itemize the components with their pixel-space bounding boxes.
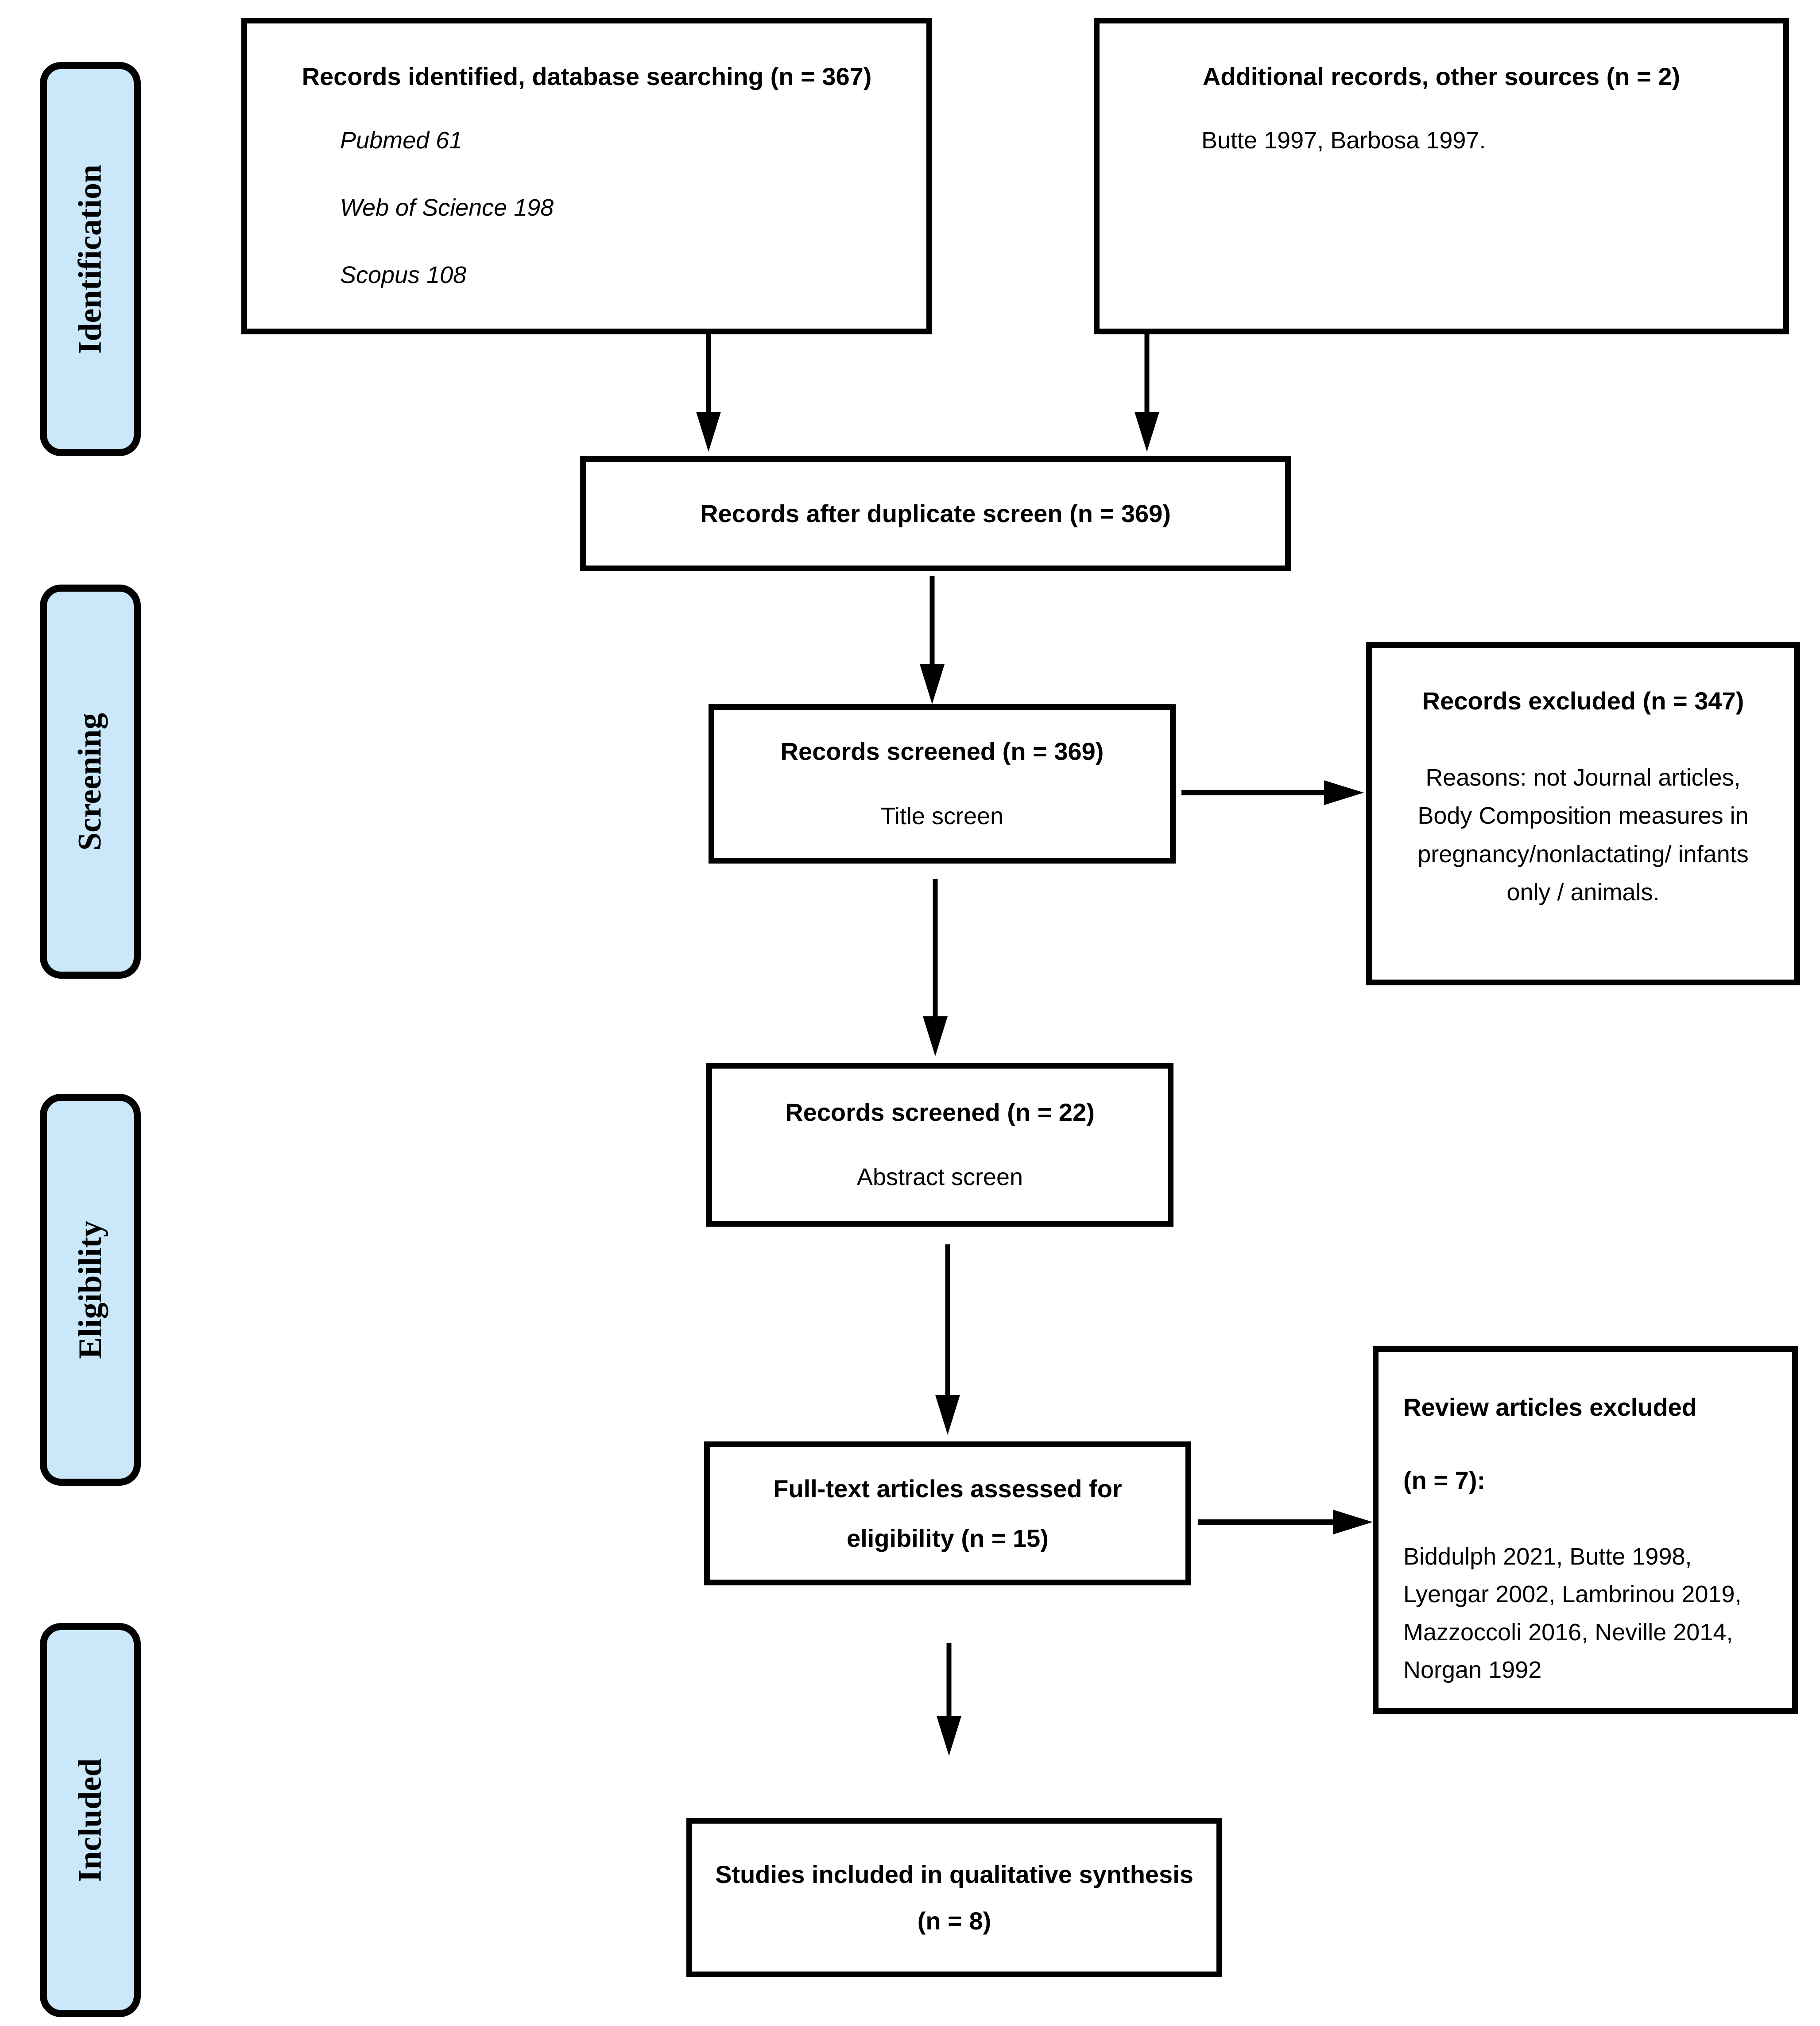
arrow-head [920,664,945,704]
abstract-screen-subtitle: Abstract screen [856,1164,1023,1191]
review-excluded-article-line: Biddulph 2021, Butte 1998, [1403,1543,1692,1570]
arrow-additional-to-duplicates [1135,334,1159,452]
arrow-full-text-to-included [937,1643,961,1756]
stage-identification-label: Identification [72,164,108,354]
arrow-stem [1181,790,1324,795]
records-identified-title: Records identified, database searching (… [302,62,872,90]
records-excluded-title: Records excluded (n = 347) [1422,687,1744,715]
arrow-head [696,412,721,452]
stage-identification: Identification [40,62,141,456]
arrow-head [923,1016,948,1056]
stage-included: Included [40,1623,141,2017]
stage-screening: Screening [40,585,141,979]
box-records-excluded: Records excluded (n = 347) Reasons: not … [1366,642,1800,985]
records-excluded-reason-line: only / animals. [1506,879,1660,906]
box-full-text: Full-text articles assessed for eligibil… [704,1441,1191,1585]
title-screen-title: Records screened (n = 369) [780,737,1104,766]
full-text-title-line2: eligibility (n = 15) [847,1524,1049,1552]
arrow-stem [945,1244,950,1395]
review-excluded-count: (n = 7): [1403,1466,1486,1494]
arrow-stem [946,1643,952,1716]
arrow-head [935,1395,960,1435]
arrow-head [1135,412,1159,452]
review-excluded-article-line: Lyengar 2002, Lambrinou 2019, [1403,1581,1742,1608]
title-screen-subtitle: Title screen [880,803,1004,830]
review-excluded-title: Review articles excluded [1403,1393,1697,1421]
arrow-title-screen-to-excluded [1181,780,1364,805]
arrow-abstract-screen-to-full-text [935,1244,960,1435]
arrow-stem [1198,1519,1333,1525]
stage-included-label: Included [72,1758,108,1882]
arrow-stem [929,576,935,664]
arrow-title-screen-to-abstract-screen [923,879,948,1056]
source-scopus: Scopus 108 [340,262,467,288]
arrow-duplicates-to-title-screen [920,576,945,704]
box-qualitative-synthesis: Studies included in qualitative synthesi… [686,1818,1222,1977]
arrow-full-text-to-review-excluded [1198,1510,1373,1534]
qualitative-synthesis-title-line1: Studies included in qualitative synthesi… [715,1860,1193,1888]
box-after-duplicates: Records after duplicate screen (n = 369) [580,456,1291,571]
stage-screening-label: Screening [72,713,108,851]
box-records-identified: Records identified, database searching (… [241,18,932,334]
arrow-head [937,1716,961,1756]
stage-eligibility: Eligibility [40,1094,141,1486]
records-excluded-reason-line: Body Composition measures in [1417,802,1749,829]
arrow-stem [1144,334,1150,412]
box-title-screen: Records screened (n = 369) Title screen [709,704,1176,864]
abstract-screen-title: Records screened (n = 22) [785,1098,1095,1127]
additional-records-sources: Butte 1997, Barbosa 1997. [1201,127,1486,154]
source-web-of-science: Web of Science 198 [340,194,554,221]
arrow-head [1333,1510,1373,1534]
box-abstract-screen: Records screened (n = 22) Abstract scree… [706,1063,1173,1227]
box-additional-records: Additional records, other sources (n = 2… [1094,18,1789,334]
stage-eligibility-label: Eligibility [72,1220,108,1359]
records-excluded-reason-line: pregnancy/nonlactating/ infants [1417,841,1749,868]
after-duplicates-title: Records after duplicate screen (n = 369) [700,500,1171,527]
review-excluded-article-line: Mazzoccoli 2016, Neville 2014, [1403,1619,1733,1646]
arrow-head [1324,780,1364,805]
arrow-identified-to-duplicates [696,334,721,452]
additional-records-title: Additional records, other sources (n = 2… [1202,62,1681,90]
source-pubmed: Pubmed 61 [340,127,463,154]
qualitative-synthesis-title-line2: (n = 8) [917,1906,991,1935]
review-excluded-article-line: Norgan 1992 [1403,1656,1542,1683]
records-excluded-reason-line: Reasons: not Journal articles, [1425,764,1741,791]
arrow-stem [933,879,938,1016]
full-text-title-line1: Full-text articles assessed for [773,1474,1122,1503]
box-review-excluded: Review articles excluded (n = 7): Biddul… [1373,1346,1798,1714]
arrow-stem [706,334,711,412]
